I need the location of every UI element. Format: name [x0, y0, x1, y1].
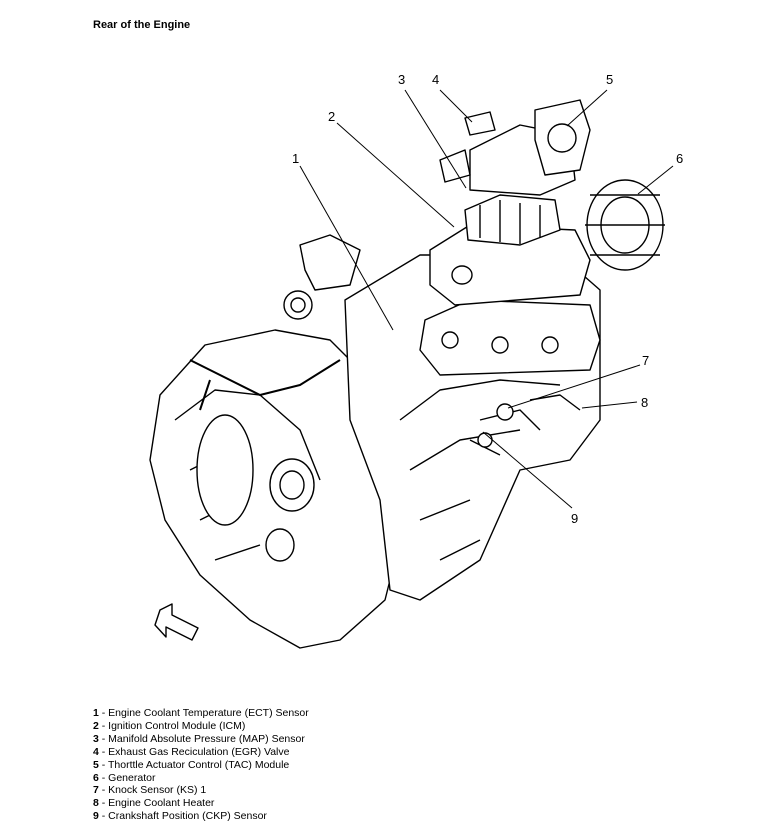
wiring-harness — [189, 359, 341, 411]
legend-text: - Crankshaft Position (CKP) Sensor — [98, 810, 267, 823]
legend-item: 4 - Exhaust Gas Reciculation (EGR) Valve — [93, 746, 309, 759]
legend-text: - Engine Coolant Temperature (ECT) Senso… — [98, 707, 309, 719]
legend-number: 2 — [93, 719, 99, 732]
egr-valve — [439, 149, 471, 183]
callout-4: 4 — [432, 72, 439, 87]
legend-text: - Generator — [98, 771, 156, 784]
legend-text: - Knock Sensor (KS) 1 — [98, 784, 207, 797]
legend-item: 6 - Generator — [93, 772, 309, 785]
ignition-coils — [464, 194, 561, 246]
legend-item: 7 - Knock Sensor (KS) 1 — [93, 784, 309, 797]
axle-seal — [265, 528, 295, 562]
legend-number: 1 — [93, 707, 99, 719]
legend-item: 9 - Crankshaft Position (CKP) Sensor — [93, 810, 309, 823]
callout-1: 1 — [292, 151, 299, 166]
map-sensor — [464, 111, 496, 136]
callout-8: 8 — [641, 395, 648, 410]
legend-number: 9 — [93, 810, 99, 823]
legend-text: - Thorttle Actuator Control (TAC) Module — [98, 758, 290, 771]
legend-text: - Manifold Absolute Pressure (MAP) Senso… — [98, 732, 305, 745]
legend-number: 3 — [93, 732, 99, 745]
legend-text: - Ignition Control Module (ICM) — [98, 719, 246, 732]
output-flange — [269, 458, 315, 512]
block-ribs — [399, 379, 561, 561]
legend-number: 4 — [93, 745, 99, 758]
legend-text: - Exhaust Gas Reciculation (EGR) Valve — [98, 745, 290, 758]
legend-number: 5 — [93, 758, 99, 771]
engine-diagram: 1 2 3 4 5 6 7 8 9 — [149, 72, 683, 649]
callout-5: 5 — [606, 72, 613, 87]
legend-text: - Engine Coolant Heater — [98, 797, 215, 810]
callout-6: 6 — [676, 151, 683, 166]
legend: 1 - Engine Coolant Temperature (ECT) Sen… — [93, 707, 309, 823]
legend-number: 7 — [93, 784, 99, 797]
callout-9: 9 — [571, 511, 578, 526]
legend-item: 2 - Ignition Control Module (ICM) — [93, 720, 309, 733]
callout-2: 2 — [328, 109, 335, 124]
front-arrow-icon — [154, 603, 199, 641]
legend-item: 1 - Engine Coolant Temperature (ECT) Sen… — [93, 707, 309, 720]
coolant-outlet — [283, 290, 313, 320]
legend-item: 8 - Engine Coolant Heater — [93, 797, 309, 810]
callout-7: 7 — [642, 353, 649, 368]
legend-number: 6 — [93, 771, 99, 784]
legend-item: 5 - Thorttle Actuator Control (TAC) Modu… — [93, 759, 309, 772]
legend-number: 8 — [93, 797, 99, 810]
page-title: Rear of the Engine — [93, 19, 191, 31]
coolant-pipe — [299, 234, 361, 291]
callout-3: 3 — [398, 72, 405, 87]
legend-item: 3 - Manifold Absolute Pressure (MAP) Sen… — [93, 733, 309, 746]
transmission-cover — [196, 414, 254, 526]
